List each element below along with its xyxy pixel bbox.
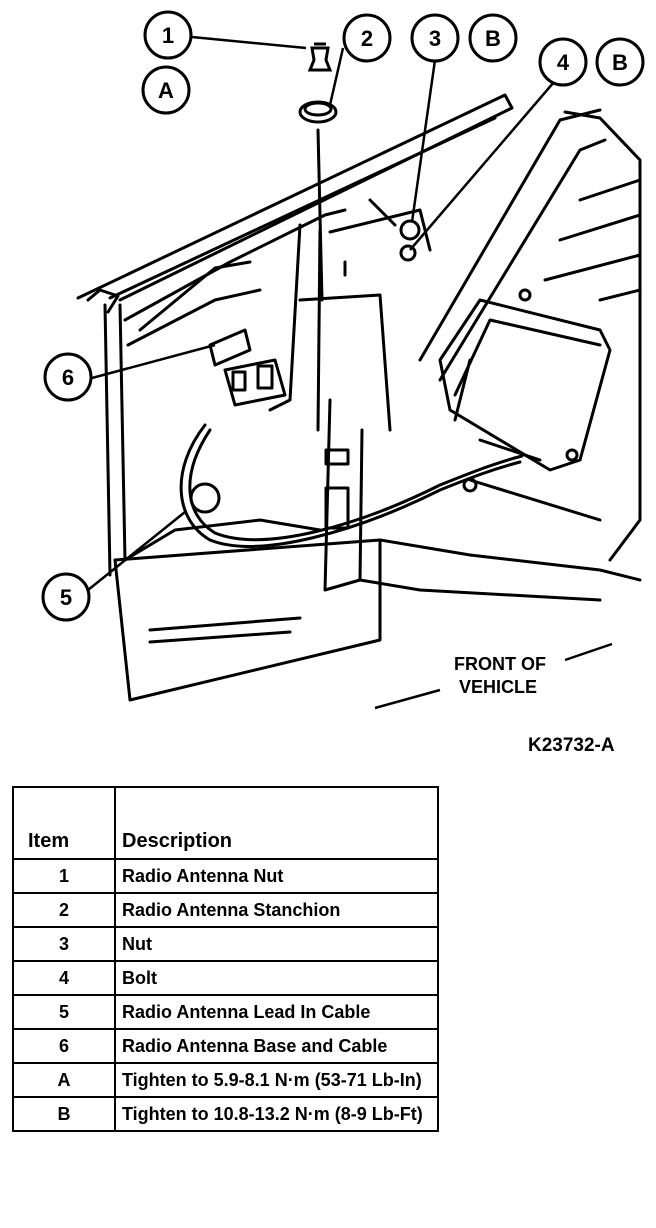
item-cell: 3 xyxy=(12,926,116,962)
front-of-vehicle-line1: FRONT OF xyxy=(454,654,546,674)
description-cell: Radio Antenna Lead In Cable xyxy=(114,994,439,1030)
description-cell: Radio Antenna Nut xyxy=(114,858,439,894)
description-cell: Nut xyxy=(114,926,439,962)
table-row: 4 Bolt xyxy=(12,960,439,996)
table-row: 1 Radio Antenna Nut xyxy=(12,858,439,894)
description-cell: Tighten to 10.8-13.2 N·m (8-9 Lb-Ft) xyxy=(114,1096,439,1132)
table-row: 6 Radio Antenna Base and Cable xyxy=(12,1028,439,1064)
item-cell: A xyxy=(12,1062,116,1098)
item-column-header: Item xyxy=(12,786,116,860)
description-cell: Tighten to 5.9-8.1 N·m (53-71 Lb-In) xyxy=(114,1062,439,1098)
vehicle-body-linework xyxy=(76,93,642,702)
callout-4: 4 xyxy=(538,37,588,87)
callout-3: 3 xyxy=(410,13,460,63)
description-cell: Radio Antenna Stanchion xyxy=(114,892,439,928)
callout-a-label: A xyxy=(158,78,174,103)
table-header-row: Item Description xyxy=(12,786,439,860)
callout-6-label: 6 xyxy=(62,365,74,390)
callout-2: 2 xyxy=(342,13,392,63)
leader-lines xyxy=(87,35,613,710)
callout-b-right-label: B xyxy=(612,50,628,75)
callout-6: 6 xyxy=(43,352,93,402)
callout-2-label: 2 xyxy=(361,26,373,51)
callout-b-upper: B xyxy=(468,13,518,63)
callout-3-label: 3 xyxy=(429,26,441,51)
item-cell: 6 xyxy=(12,1028,116,1064)
item-cell: 1 xyxy=(12,858,116,894)
antenna-installation-diagram: 1 2 3 B 4 B A 6 5 FRONT OF VEHICLE xyxy=(41,10,645,710)
callout-5: 5 xyxy=(41,572,91,622)
table-row: B Tighten to 10.8-13.2 N·m (8-9 Lb-Ft) xyxy=(12,1096,439,1132)
description-cell: Radio Antenna Base and Cable xyxy=(114,1028,439,1064)
item-cell: B xyxy=(12,1096,116,1132)
callout-4-label: 4 xyxy=(557,50,570,75)
table-row: A Tighten to 5.9-8.1 N·m (53-71 Lb-In) xyxy=(12,1062,439,1098)
item-cell: 2 xyxy=(12,892,116,928)
front-of-vehicle-label: FRONT OF VEHICLE xyxy=(454,654,546,697)
figure-id: K23732-A xyxy=(528,735,615,756)
item-cell: 5 xyxy=(12,994,116,1030)
item-cell: 4 xyxy=(12,960,116,996)
description-cell: Bolt xyxy=(114,960,439,996)
table-row: 5 Radio Antenna Lead In Cable xyxy=(12,994,439,1030)
callout-a: A xyxy=(141,65,191,115)
callout-b-right: B xyxy=(595,37,645,87)
antenna-parts xyxy=(298,42,338,124)
description-column-header: Description xyxy=(114,786,439,860)
callout-b-upper-label: B xyxy=(485,26,501,51)
parts-table: Item Description 1 Radio Antenna Nut 2 R… xyxy=(12,786,439,1132)
table-row: 3 Nut xyxy=(12,926,439,962)
callout-1: 1 xyxy=(143,10,193,60)
callout-5-label: 5 xyxy=(60,585,72,610)
callout-1-label: 1 xyxy=(162,23,174,48)
table-row: 2 Radio Antenna Stanchion xyxy=(12,892,439,928)
front-of-vehicle-line2: VEHICLE xyxy=(459,677,537,697)
